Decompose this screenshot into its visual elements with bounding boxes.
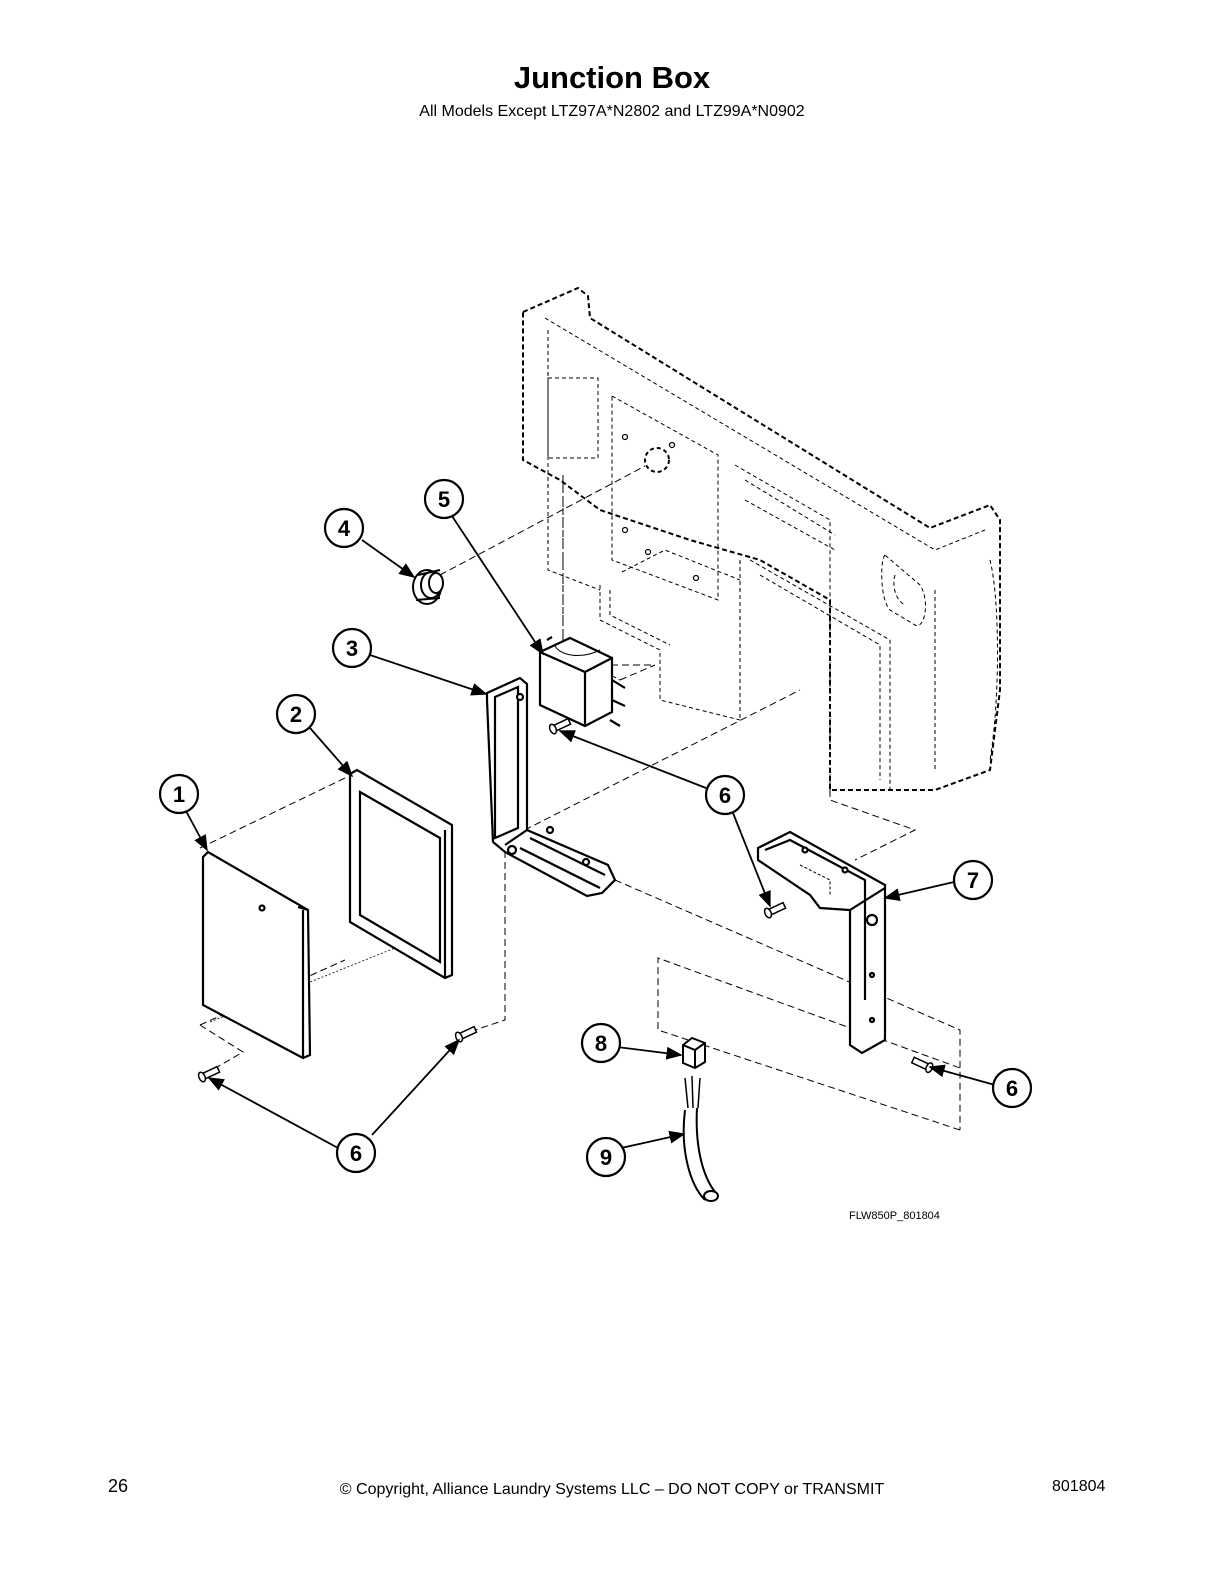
svg-text:5: 5 [438,487,450,512]
part-2-gasket [348,768,454,980]
svg-text:6: 6 [1006,1076,1018,1101]
svg-text:9: 9 [600,1145,612,1170]
callout-9: 9 [585,1136,627,1178]
callout-7: 7 [952,859,994,901]
part-4-bushing [412,569,444,605]
copyright-notice: © Copyright, Alliance Laundry Systems LL… [339,1481,885,1498]
part-7-bracket [756,830,887,1055]
screws [197,717,934,1083]
document-number: 801804 [1052,1478,1106,1495]
svg-text:2: 2 [290,702,302,727]
cabinet-holes [621,433,700,582]
part-5-filter [538,636,626,728]
drawing-number: FLW850P_801804 [849,1210,940,1222]
svg-text:3: 3 [346,636,358,661]
callout-2: 2 [275,693,317,735]
screw-icon [910,1056,934,1074]
page-subtitle: All Models Except LTZ97A*N2802 and LTZ99… [419,103,805,120]
cabinet-outline [522,286,1001,791]
callout-6b: 6 [991,1067,1033,1109]
part-9-cable [682,1075,719,1202]
screw-icon [548,717,572,735]
svg-text:4: 4 [338,516,351,541]
svg-text:1: 1 [173,782,185,807]
cabinet-inner-detail [544,317,998,790]
svg-text:7: 7 [967,868,979,893]
page-title: Junction Box [513,60,711,95]
screw-icon [197,1065,221,1083]
callout-6a: 6 [704,774,746,816]
leader-lines [185,515,996,1156]
callout-8: 8 [580,1022,622,1064]
part-3-bracket [485,676,617,898]
screw-icon [454,1025,478,1043]
svg-text:8: 8 [595,1031,607,1056]
part-8-connector [682,1036,706,1070]
svg-text:6: 6 [719,783,731,808]
page-number: 26 [108,1476,129,1496]
cabinet-knockout [644,447,670,473]
alignment-lines [199,465,961,1131]
part-1-cover [201,850,312,1060]
callout-4: 4 [323,507,365,549]
svg-text:6: 6 [350,1141,362,1166]
callout-3: 3 [331,627,373,669]
screw-icon [763,901,787,919]
callout-1: 1 [158,773,200,815]
callout-5: 5 [423,478,465,520]
callout-6c: 6 [335,1132,377,1174]
